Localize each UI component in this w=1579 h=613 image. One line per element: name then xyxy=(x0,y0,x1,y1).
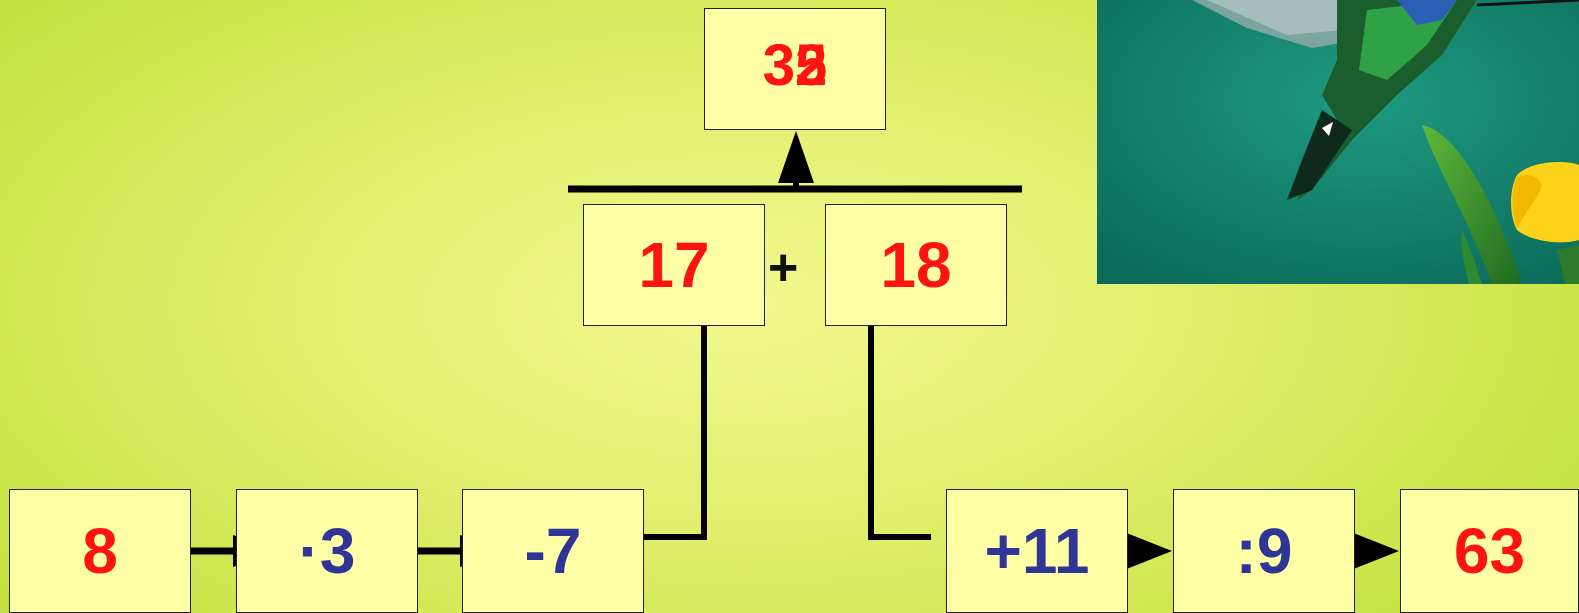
right-connector xyxy=(868,324,931,540)
chain-box-add: +11 xyxy=(946,489,1128,613)
result-value-old: 32 xyxy=(762,33,828,98)
arrow-3-head xyxy=(1124,532,1172,570)
sum-right-box: 18 xyxy=(825,204,1007,326)
result-arrow-head xyxy=(778,131,814,183)
left-connector xyxy=(644,324,707,540)
arrow-4-head xyxy=(1351,532,1399,570)
chain-box-subtract: -7 xyxy=(462,489,644,613)
result-value-new: 35 xyxy=(762,33,828,98)
plus-operator: + xyxy=(768,239,799,297)
hummingbird-photo xyxy=(1097,0,1579,284)
chain-box-start: 8 xyxy=(9,489,191,613)
chain-box-end: 63 xyxy=(1400,489,1579,613)
sum-left-box: 17 xyxy=(583,204,765,326)
chain-box-divide: :9 xyxy=(1173,489,1355,613)
result-values: 32 35 xyxy=(755,37,835,101)
result-box: 32 35 xyxy=(704,8,886,130)
chain-box-multiply: ·3 xyxy=(236,489,418,613)
